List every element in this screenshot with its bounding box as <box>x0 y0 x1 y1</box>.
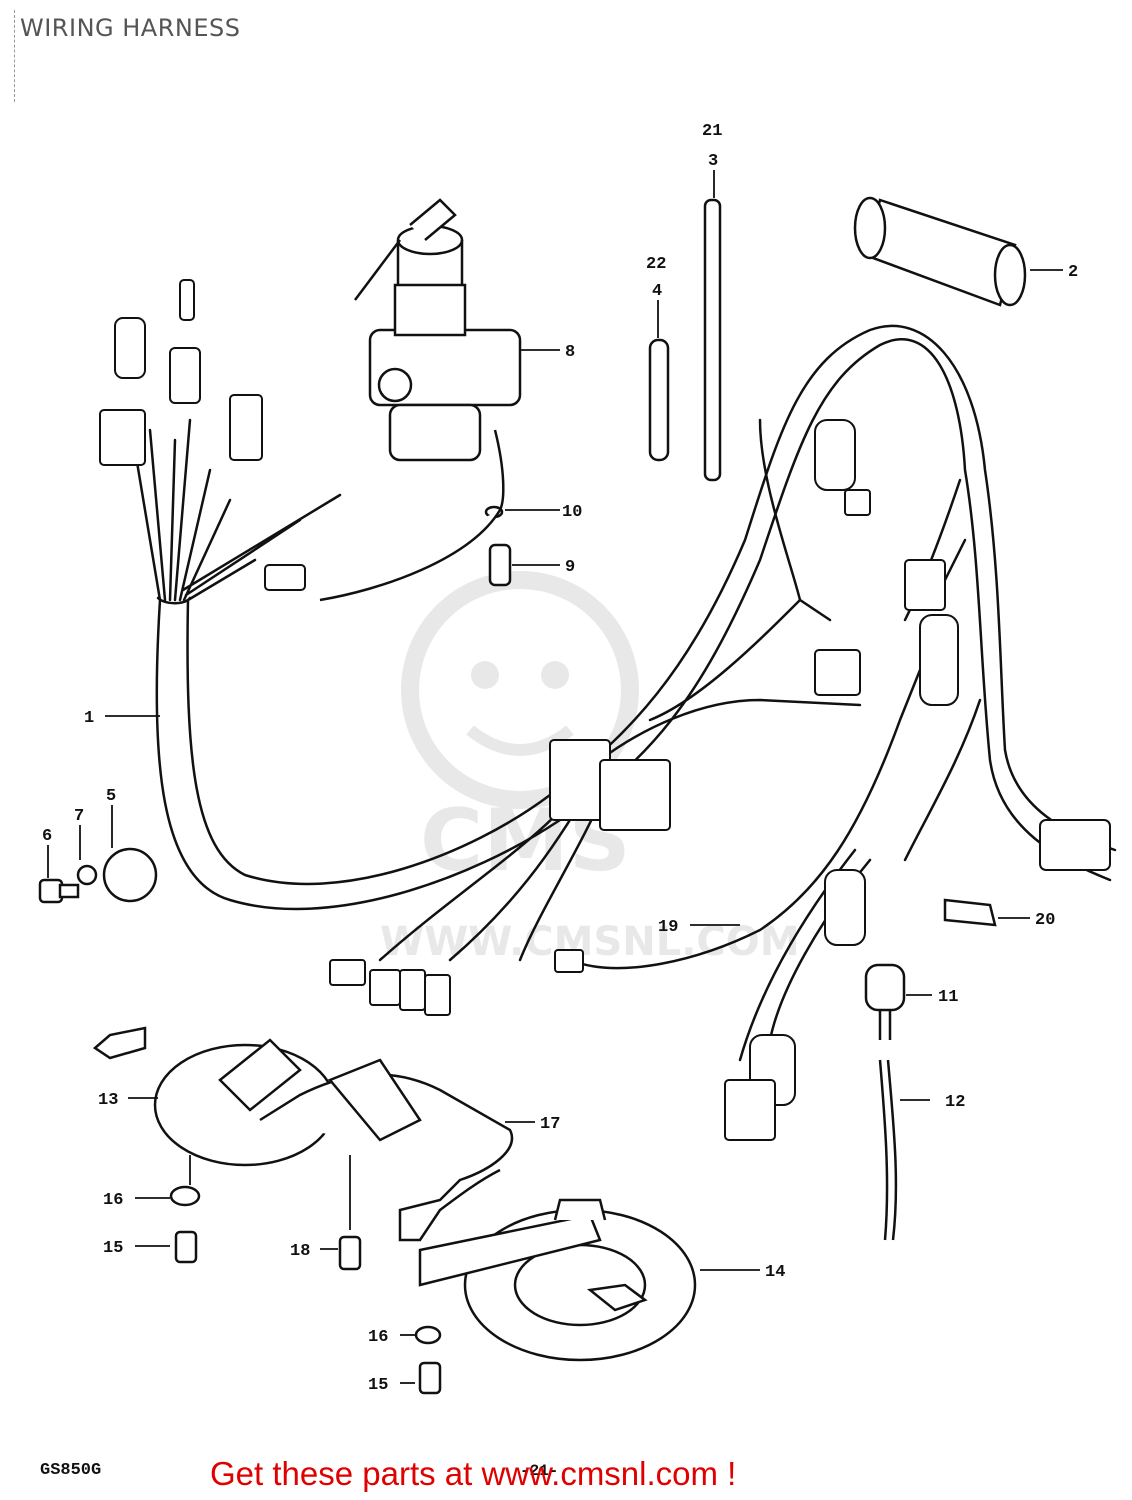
callout-16a: 16 <box>103 1191 123 1210</box>
horn-assembly-icon <box>153 1038 697 1362</box>
callout-19: 19 <box>658 918 678 937</box>
cable-tie-icon <box>648 198 722 482</box>
callout-8: 8 <box>565 343 575 362</box>
callout-6: 6 <box>42 827 52 846</box>
title-rule <box>14 10 16 102</box>
callout-13: 13 <box>98 1091 118 1110</box>
callout-3: 3 <box>708 152 718 171</box>
callout-18: 18 <box>290 1242 310 1261</box>
callout-15b: 15 <box>368 1376 388 1395</box>
fasteners-horn <box>169 1185 442 1395</box>
callout-10: 10 <box>562 503 582 522</box>
callout-7: 7 <box>74 807 84 826</box>
ignition-coil-icon <box>853 196 1027 307</box>
watermark-url: WWW.CMSNL.COM <box>380 919 800 965</box>
callout-22: 22 <box>646 255 666 274</box>
callout-labels: 1 2 3 4 5 6 7 8 9 10 11 12 13 14 15 15 1… <box>42 122 1078 1395</box>
callout-5: 5 <box>106 787 116 806</box>
front-arrow-icon <box>92 1026 147 1060</box>
model-code: GS850G <box>40 1461 102 1480</box>
page-mark: -21- <box>520 1462 559 1480</box>
callout-20: 20 <box>1035 911 1055 930</box>
fasteners-left <box>38 847 158 904</box>
callout-9: 9 <box>565 558 575 577</box>
ignition-switch-icon <box>354 198 522 511</box>
callout-12: 12 <box>945 1093 965 1112</box>
neutral-switch-icon <box>864 963 906 1241</box>
callout-4: 4 <box>652 282 662 301</box>
callout-11: 11 <box>938 988 958 1007</box>
callout-1: 1 <box>84 709 94 728</box>
callout-2: 2 <box>1068 263 1078 282</box>
callout-21: 21 <box>702 122 722 141</box>
cta-link[interactable]: Get these parts at www.cmsnl.com ! <box>210 1455 737 1492</box>
leader-lines <box>47 170 1063 1384</box>
callout-17: 17 <box>540 1115 560 1134</box>
fuse-icon <box>319 505 512 602</box>
page-title: WIRING HARNESS <box>20 14 241 42</box>
terminal-cap-icon <box>943 898 997 927</box>
callout-15a: 15 <box>103 1239 123 1258</box>
watermark-mascot-icon <box>401 571 639 809</box>
connectors <box>99 279 1111 1141</box>
callout-14: 14 <box>765 1263 785 1282</box>
callout-16b: 16 <box>368 1328 388 1347</box>
